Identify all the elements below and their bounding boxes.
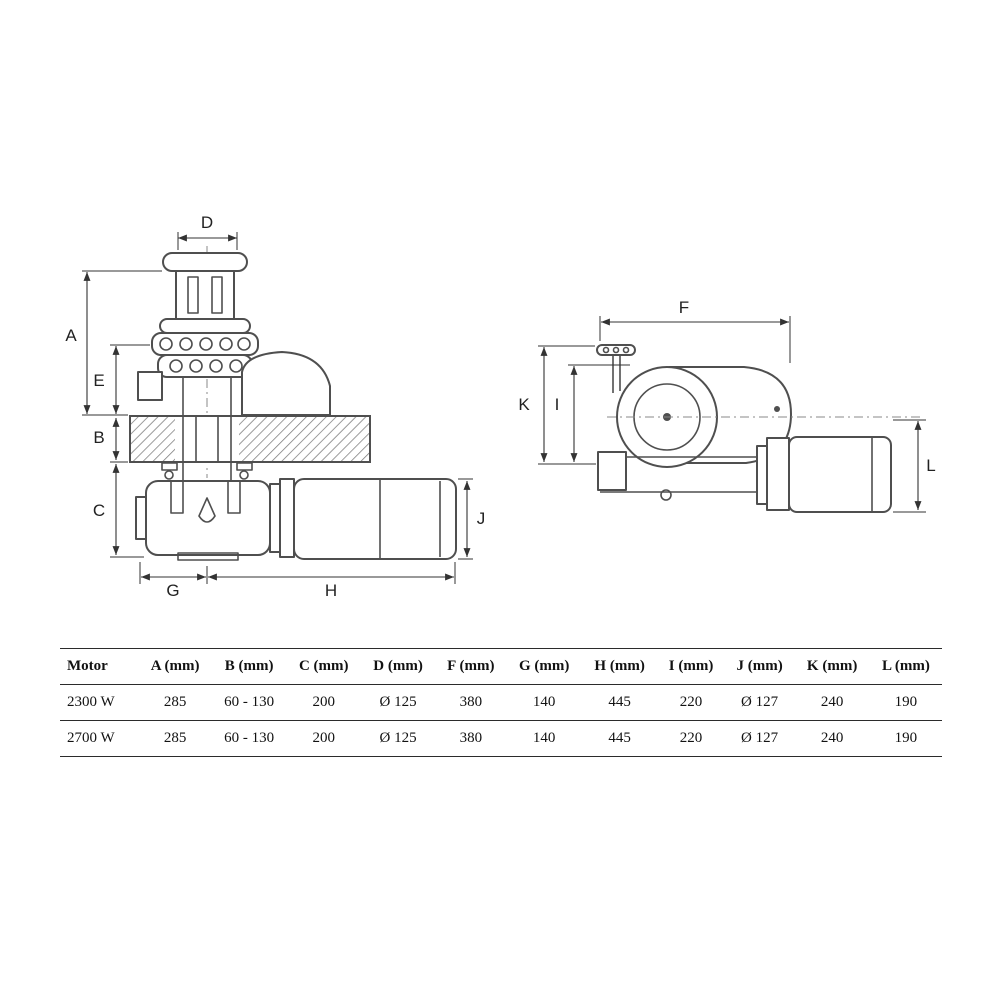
col-header-a: A (mm) (138, 648, 212, 685)
col-header-f: F (mm) (435, 648, 507, 685)
cell-c: 200 (286, 684, 361, 721)
cell-motor: 2300 W (60, 684, 139, 721)
dimension-D: D (177, 213, 238, 250)
col-header-l: L (mm) (869, 648, 942, 685)
cell-l: 190 (869, 720, 942, 757)
cell-f: 380 (435, 684, 507, 721)
dim-label-f: F (679, 298, 689, 317)
base-bracket (597, 451, 757, 501)
col-header-j: J (mm) (724, 648, 795, 685)
clutch-lever (596, 344, 636, 393)
dimension-B: B (93, 418, 128, 463)
cell-g: 140 (506, 720, 582, 757)
left-view-drawing: D A E B C (65, 213, 485, 600)
dim-label-j: J (477, 509, 486, 528)
gearbox (135, 480, 271, 561)
dim-label-e: E (93, 371, 104, 390)
cell-g: 140 (506, 684, 582, 721)
spec-table: Motor A (mm) B (mm) C (mm) D (mm) F (mm)… (60, 648, 942, 757)
dimension-F: F (599, 298, 791, 363)
col-header-c: C (mm) (286, 648, 361, 685)
dim-label-h: H (325, 581, 337, 600)
col-header-k: K (mm) (794, 648, 870, 685)
col-header-b: B (mm) (211, 648, 287, 685)
cell-b: 60 - 130 (211, 684, 287, 721)
windlass-dimension-drawing: D A E B C (65, 213, 936, 600)
dimension-L: L (893, 419, 936, 513)
col-header-motor: Motor (60, 648, 139, 685)
cell-j: Ø 127 (724, 720, 795, 757)
main-shaft (161, 378, 253, 480)
dim-label-l: L (926, 456, 935, 475)
col-header-d: D (mm) (360, 648, 436, 685)
cell-c: 200 (286, 720, 361, 757)
dimension-E: E (93, 344, 150, 414)
motor-right-view (756, 436, 892, 513)
dim-label-a: A (65, 326, 77, 345)
right-view-drawing: F K I L (518, 298, 936, 513)
deck-plate (129, 414, 371, 464)
dim-label-i: I (555, 395, 560, 414)
motor-left-view (269, 478, 457, 560)
dimension-A: A (65, 270, 162, 416)
cell-k: 240 (794, 720, 870, 757)
cell-motor: 2700 W (60, 720, 139, 757)
dimension-J: J (458, 478, 486, 560)
dim-label-d: D (201, 213, 213, 232)
dimension-I: I (555, 364, 630, 462)
gypsy-chainwheel (137, 332, 259, 401)
cell-f: 380 (435, 720, 507, 757)
spec-table-header-row: Motor A (mm) B (mm) C (mm) D (mm) F (mm)… (60, 648, 942, 685)
cell-i: 220 (657, 720, 725, 757)
cell-h: 445 (581, 684, 658, 721)
capstan-drum (159, 252, 251, 334)
cell-j: Ø 127 (724, 684, 795, 721)
cell-a: 285 (138, 720, 212, 757)
table-row-2300w: 2300 W 285 60 - 130 200 Ø 125 380 140 44… (60, 684, 942, 721)
dim-label-k: K (518, 395, 530, 414)
spec-table-section: Motor A (mm) B (mm) C (mm) D (mm) F (mm)… (60, 648, 942, 757)
cell-h: 445 (581, 720, 658, 757)
table-row-2700w: 2700 W 285 60 - 130 200 Ø 125 380 140 44… (60, 720, 942, 757)
cell-i: 220 (657, 684, 725, 721)
cell-l: 190 (869, 684, 942, 721)
col-header-i: I (mm) (657, 648, 725, 685)
dim-label-b: B (93, 428, 104, 447)
dimension-G-H: G H (139, 562, 456, 600)
col-header-h: H (mm) (581, 648, 658, 685)
cell-a: 285 (138, 684, 212, 721)
col-header-g: G (mm) (506, 648, 582, 685)
cell-d: Ø 125 (360, 720, 436, 757)
deck-cowl (241, 351, 331, 416)
dim-label-g: G (166, 581, 179, 600)
cell-b: 60 - 130 (211, 720, 287, 757)
cell-k: 240 (794, 684, 870, 721)
dim-label-c: C (93, 501, 105, 520)
cell-d: Ø 125 (360, 684, 436, 721)
dimension-C: C (93, 464, 144, 558)
dimension-K: K (518, 345, 596, 465)
